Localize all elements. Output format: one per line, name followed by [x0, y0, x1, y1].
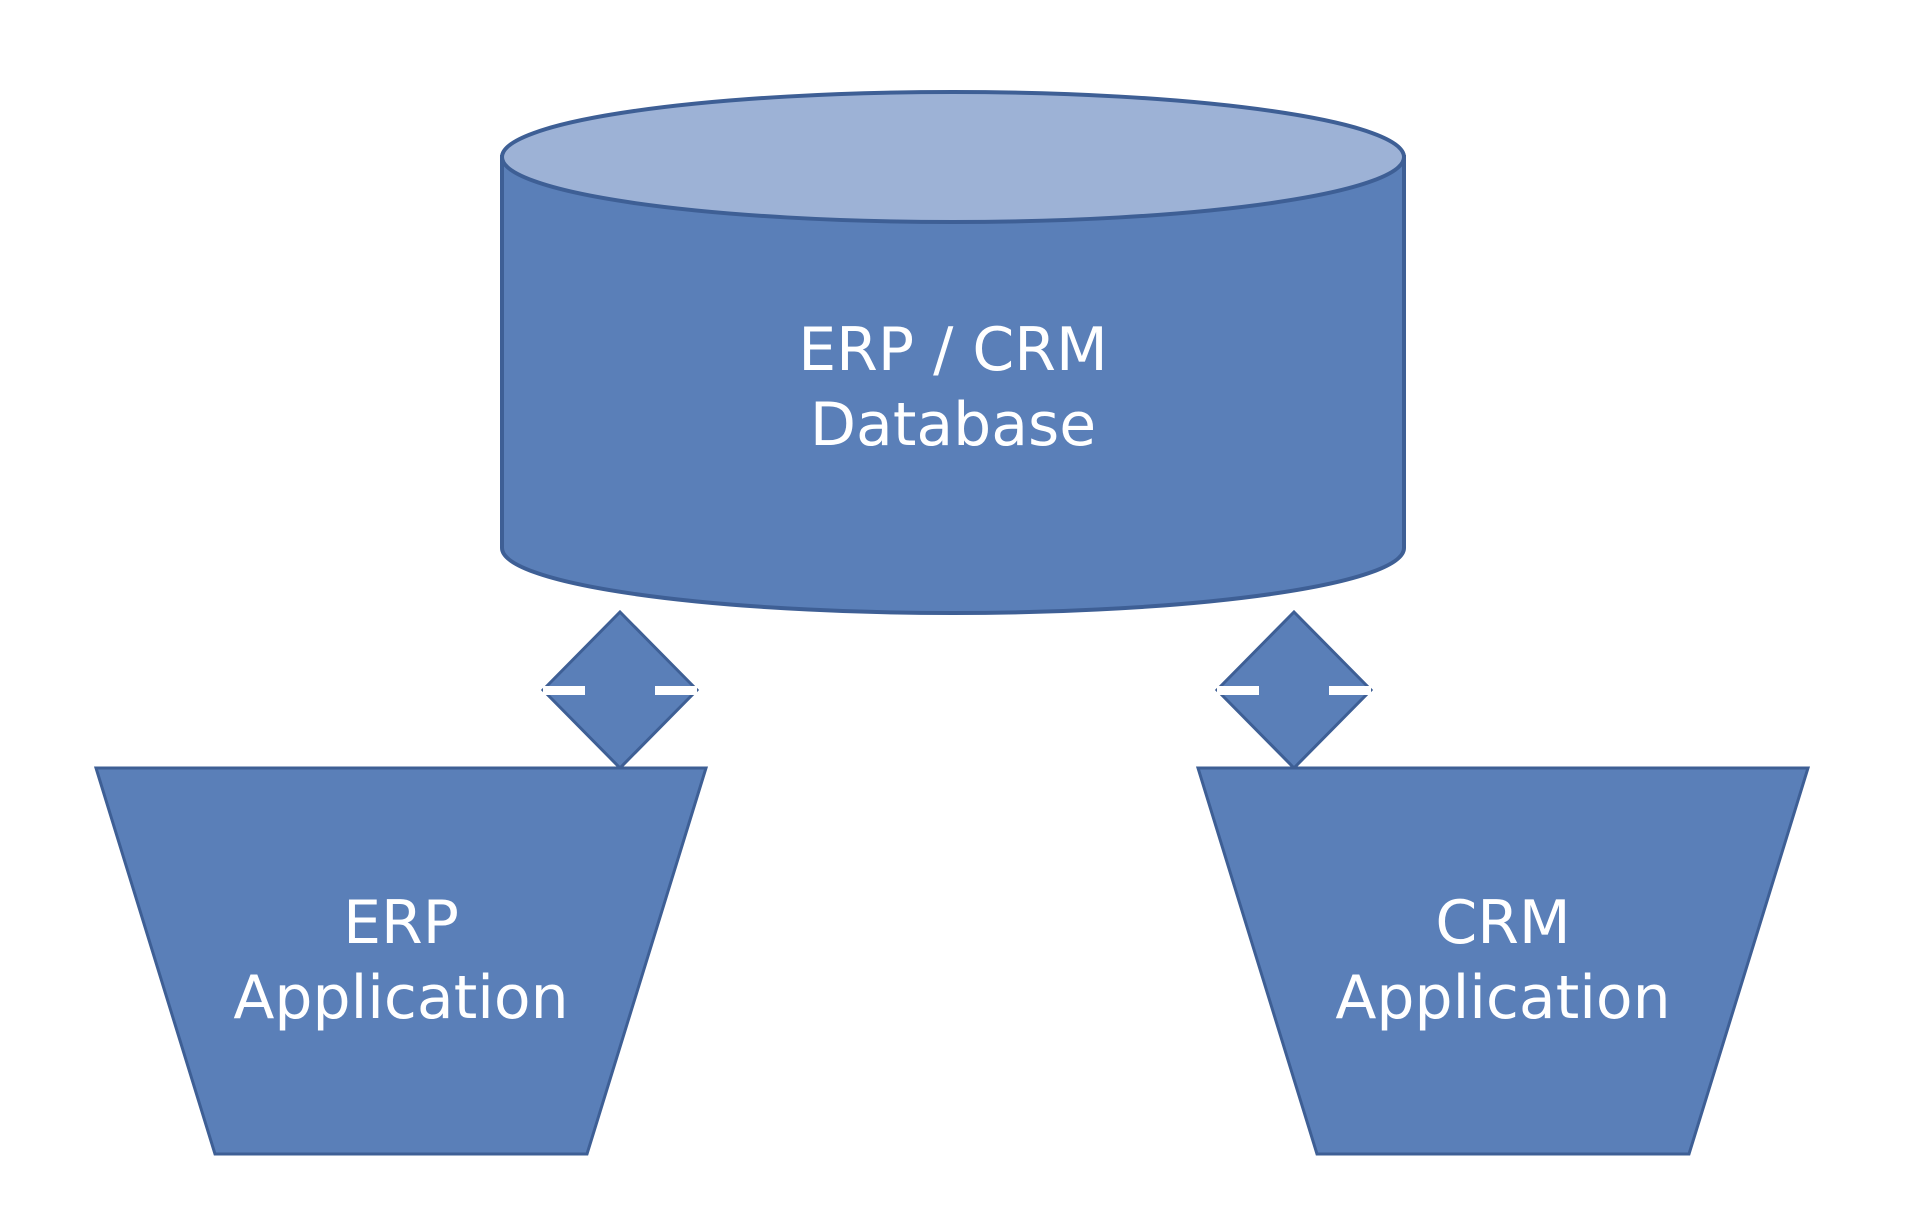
database-cylinder: ERP / CRM Database — [500, 90, 1406, 615]
crm-database-connector — [1214, 609, 1374, 771]
erp-database-connector — [540, 609, 700, 771]
crm-application-label-line1: CRM — [1435, 888, 1570, 958]
erp-application-label-line1: ERP — [343, 888, 459, 958]
erp-connector-notch-right — [655, 686, 697, 695]
database-label-line2: Database — [810, 390, 1096, 460]
erp-application-label-line2: Application — [233, 963, 568, 1033]
erp-connector-notch-left — [543, 686, 585, 695]
database-cylinder-body — [500, 155, 1406, 615]
database-cylinder-top — [500, 90, 1406, 224]
database-label-line1: ERP / CRM — [798, 315, 1108, 385]
crm-application-label-line2: Application — [1335, 963, 1670, 1033]
crm-application-box: CRM Application — [1195, 766, 1811, 1156]
erp-application-box: ERP Application — [93, 766, 709, 1156]
crm-connector-notch-left — [1217, 686, 1259, 695]
erp-application-shape — [93, 766, 709, 1156]
crm-application-shape — [1195, 766, 1811, 1156]
crm-connector-notch-right — [1329, 686, 1371, 695]
